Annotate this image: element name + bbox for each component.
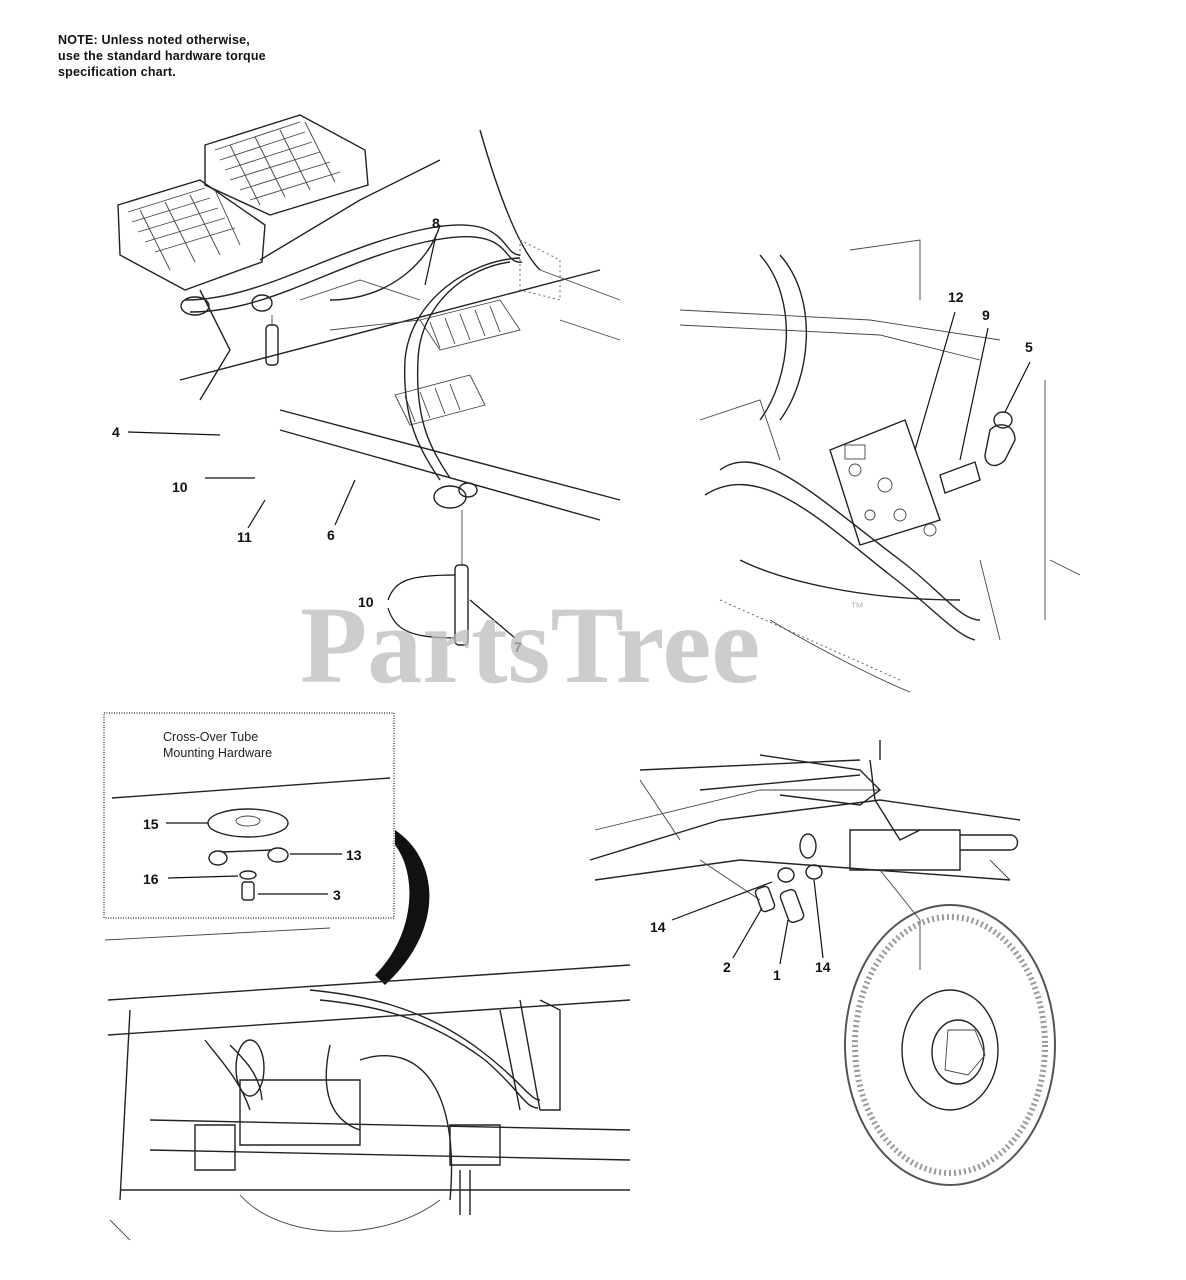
callout-9: 9 [982, 307, 990, 323]
watermark: PartsTree ™ [300, 584, 864, 706]
callout-15: 15 [143, 816, 159, 832]
note-line-3: specification chart. [58, 65, 176, 79]
note-line-2: use the standard hardware torque [58, 49, 266, 63]
view-cross-over-tube [104, 927, 631, 1241]
callout-14a: 14 [650, 919, 666, 935]
callout-4: 4 [112, 424, 120, 440]
callout-2: 2 [723, 959, 731, 975]
callout-7: 7 [514, 639, 522, 655]
view-rear-axle-wheel: 14 2 1 14 [589, 740, 1056, 1186]
inset-title-line-1: Cross-Over Tube [163, 730, 258, 744]
watermark-trademark: ™ [850, 599, 864, 615]
callout-1: 1 [773, 967, 781, 983]
callout-10b: 10 [358, 594, 374, 610]
view-valve-block: 12 9 5 [679, 239, 1081, 693]
rear-wheel [844, 904, 1056, 1186]
watermark-text: PartsTree [300, 584, 760, 706]
note-line-1: NOTE: Unless noted otherwise, [58, 33, 250, 47]
pedal-upper [204, 114, 369, 216]
pedal-lower [117, 179, 266, 291]
callout-14b: 14 [815, 959, 831, 975]
callout-5: 5 [1025, 339, 1033, 355]
callout-13: 13 [346, 847, 362, 863]
callout-16: 16 [143, 871, 159, 887]
callout-11: 11 [237, 529, 252, 545]
callout-10a: 10 [172, 479, 188, 495]
callout-12: 12 [948, 289, 964, 305]
callout-3: 3 [333, 887, 341, 903]
callout-6: 6 [327, 527, 335, 543]
view-pedals-hydraulic-lines: 8 4 10 11 6 10 7 [112, 114, 621, 655]
inset-title-line-2: Mounting Hardware [163, 746, 272, 760]
inset-arrow [375, 830, 430, 985]
inset-cross-over-hardware: Cross-Over Tube Mounting Hardware 15 13 … [103, 712, 395, 919]
callout-8: 8 [432, 215, 440, 231]
inset-frame [103, 712, 395, 919]
torque-note: NOTE: Unless noted otherwise, use the st… [58, 32, 378, 80]
